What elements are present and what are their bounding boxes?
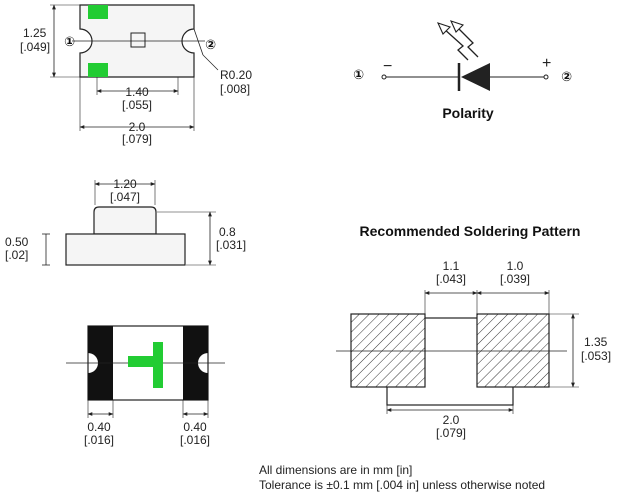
top-view-length-in: [.079] xyxy=(122,132,152,146)
bottom-green-pad-bar xyxy=(128,356,155,367)
bottom-view-right-pad-in: [.016] xyxy=(180,433,210,447)
bottom-view-left-pad-mm: 0.40 xyxy=(87,420,111,434)
left-solder-pad xyxy=(350,313,426,388)
soldering-pad-width-in: [.039] xyxy=(500,272,530,286)
top-view-height-in: [.049] xyxy=(20,40,50,54)
right-solder-pad xyxy=(476,313,550,388)
top-view-length-mm: 2.0 xyxy=(129,120,146,134)
top-view-pin2-label: ② xyxy=(205,38,216,53)
soldering-gap-in: [.043] xyxy=(436,272,466,286)
top-view: ① ② 1.25 [.049] 1.40 [.055] 2.0 [.079] R… xyxy=(20,4,252,146)
top-view-height-mm: 1.25 xyxy=(23,26,47,40)
top-view-pad-spacing-mm: 1.40 xyxy=(125,85,149,99)
top-view-radius-mm: R0.20 xyxy=(220,68,252,82)
soldering-pad-height-in: [.053] xyxy=(581,349,611,363)
emission-arrow-1 xyxy=(442,27,469,61)
polarity-minus-sign: − xyxy=(383,58,392,75)
emission-arrow-2 xyxy=(455,25,479,58)
emission-arrowhead-2 xyxy=(449,20,465,33)
bottom-view: 0.40 [.016] 0.40 [.016] xyxy=(66,325,225,447)
soldering-overall-mm: 2.0 xyxy=(443,413,460,427)
polarity-plus-sign: + xyxy=(542,55,551,72)
bottom-view-left-pad-in: [.016] xyxy=(84,433,114,447)
side-view-body xyxy=(65,233,186,266)
bottom-left-green-pad xyxy=(88,63,108,77)
soldering-pad-height-mm: 1.35 xyxy=(584,335,608,349)
polarity-label: Polarity xyxy=(442,105,494,121)
side-view-body-height-in: [.02] xyxy=(5,248,28,262)
soldering-overall-in: [.079] xyxy=(436,426,466,440)
top-view-radius-in: [.008] xyxy=(220,82,250,96)
bottom-green-pad-stem xyxy=(153,342,163,388)
right-notch-line xyxy=(193,28,204,56)
side-view-lens-width-in: [.047] xyxy=(110,190,140,204)
cathode-terminal xyxy=(381,74,387,80)
polarity-symbol: ① − + ② Polarity xyxy=(353,20,572,121)
side-view-lens xyxy=(93,206,157,235)
soldering-pattern: Recommended Soldering Pattern 1.1 [.043]… xyxy=(336,223,611,440)
top-left-green-pad xyxy=(88,5,108,19)
polarity-pin2-label: ② xyxy=(561,70,572,85)
soldering-pad-width-mm: 1.0 xyxy=(507,259,524,273)
top-view-pad-spacing-in: [.055] xyxy=(122,98,152,112)
side-view: 1.20 [.047] 0.50 [.02] 0.8 [.031] xyxy=(5,177,246,266)
top-view-die xyxy=(130,32,146,48)
soldering-title: Recommended Soldering Pattern xyxy=(360,223,581,239)
polarity-pin1-label: ① xyxy=(353,68,364,83)
top-view-pin1-label: ① xyxy=(64,35,75,50)
emission-arrowhead-1 xyxy=(436,22,452,35)
diode-triangle xyxy=(461,63,490,91)
tolerance-note: Tolerance is ±0.1 mm [.004 in] unless ot… xyxy=(259,478,546,492)
anode-terminal xyxy=(543,74,549,80)
side-view-lens-width-mm: 1.20 xyxy=(113,177,137,191)
dimension-units-note: All dimensions are in mm [in] xyxy=(259,463,413,477)
side-view-total-height-in: [.031] xyxy=(216,238,246,252)
bottom-view-right-pad-mm: 0.40 xyxy=(183,420,207,434)
side-view-body-height-mm: 0.50 xyxy=(5,235,29,249)
side-view-total-height-mm: 0.8 xyxy=(219,225,236,239)
soldering-gap-mm: 1.1 xyxy=(443,259,460,273)
radius-leader xyxy=(202,54,219,71)
